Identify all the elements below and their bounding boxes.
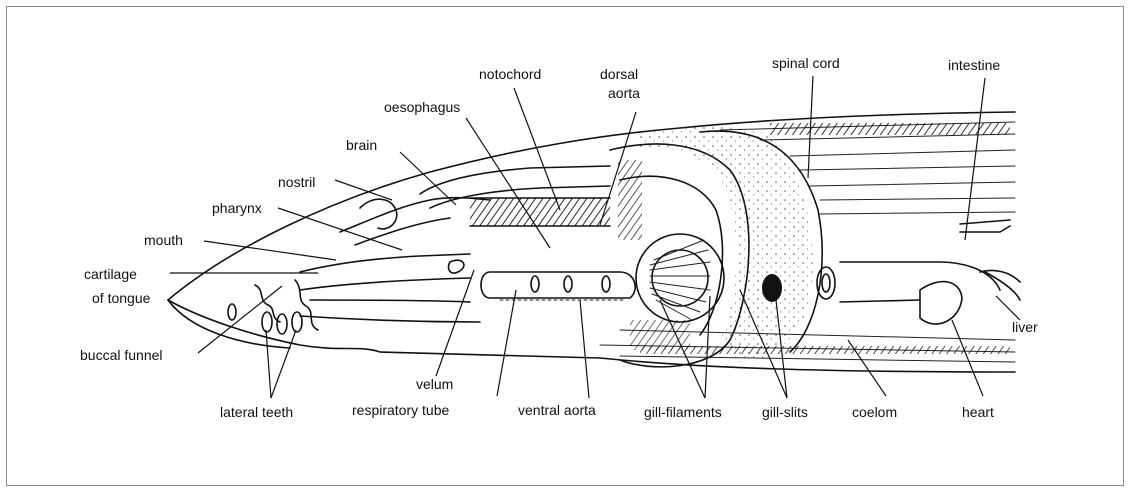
label-mouth: mouth <box>144 232 183 248</box>
leader-notochord <box>514 88 560 210</box>
heart-liver <box>840 220 1020 324</box>
label-brain: brain <box>346 137 377 153</box>
label-pharynx: pharynx <box>212 200 262 216</box>
label-liver: liver <box>1012 319 1038 335</box>
respiratory-tube <box>481 272 635 300</box>
label-respiratory-tube: respiratory tube <box>352 402 449 418</box>
label-dorsal-aorta-line1: dorsal <box>600 66 638 82</box>
label-cartilage-line1: cartilage <box>84 266 137 282</box>
label-gill-slits: gill-slits <box>762 404 808 420</box>
gill-filament-lines <box>650 240 710 320</box>
label-heart: heart <box>962 404 994 420</box>
label-coelom: coelom <box>852 404 897 420</box>
labels: notochord dorsal aorta spinal cord intes… <box>80 55 1038 420</box>
leader-lateral-teeth-1 <box>266 330 271 398</box>
leader-intestine <box>965 78 985 240</box>
leader-respiratory-tube <box>497 290 516 396</box>
leader-oesophagus <box>466 118 550 248</box>
label-gill-filaments: gill-filaments <box>644 404 722 420</box>
label-buccal-funnel: buccal funnel <box>80 347 163 363</box>
label-intestine: intestine <box>948 57 1000 73</box>
label-cartilage-line2: of tongue <box>92 290 151 306</box>
leader-mouth <box>204 241 336 260</box>
label-ventral-aorta: ventral aorta <box>518 402 596 418</box>
label-dorsal-aorta-line2: aorta <box>608 85 640 101</box>
leader-ventral-aorta <box>580 300 589 398</box>
leader-liver <box>996 296 1020 320</box>
label-nostril: nostril <box>278 174 315 190</box>
label-velum: velum <box>416 376 453 392</box>
pharynx-region <box>228 254 480 334</box>
leader-nostril <box>335 180 392 200</box>
leader-velum <box>436 270 474 376</box>
brain-region <box>340 166 610 245</box>
label-notochord: notochord <box>479 66 541 82</box>
leader-heart <box>952 320 983 396</box>
label-oesophagus: oesophagus <box>384 99 460 115</box>
label-lateral-teeth: lateral teeth <box>220 404 293 420</box>
label-spinal-cord: spinal cord <box>772 55 840 71</box>
